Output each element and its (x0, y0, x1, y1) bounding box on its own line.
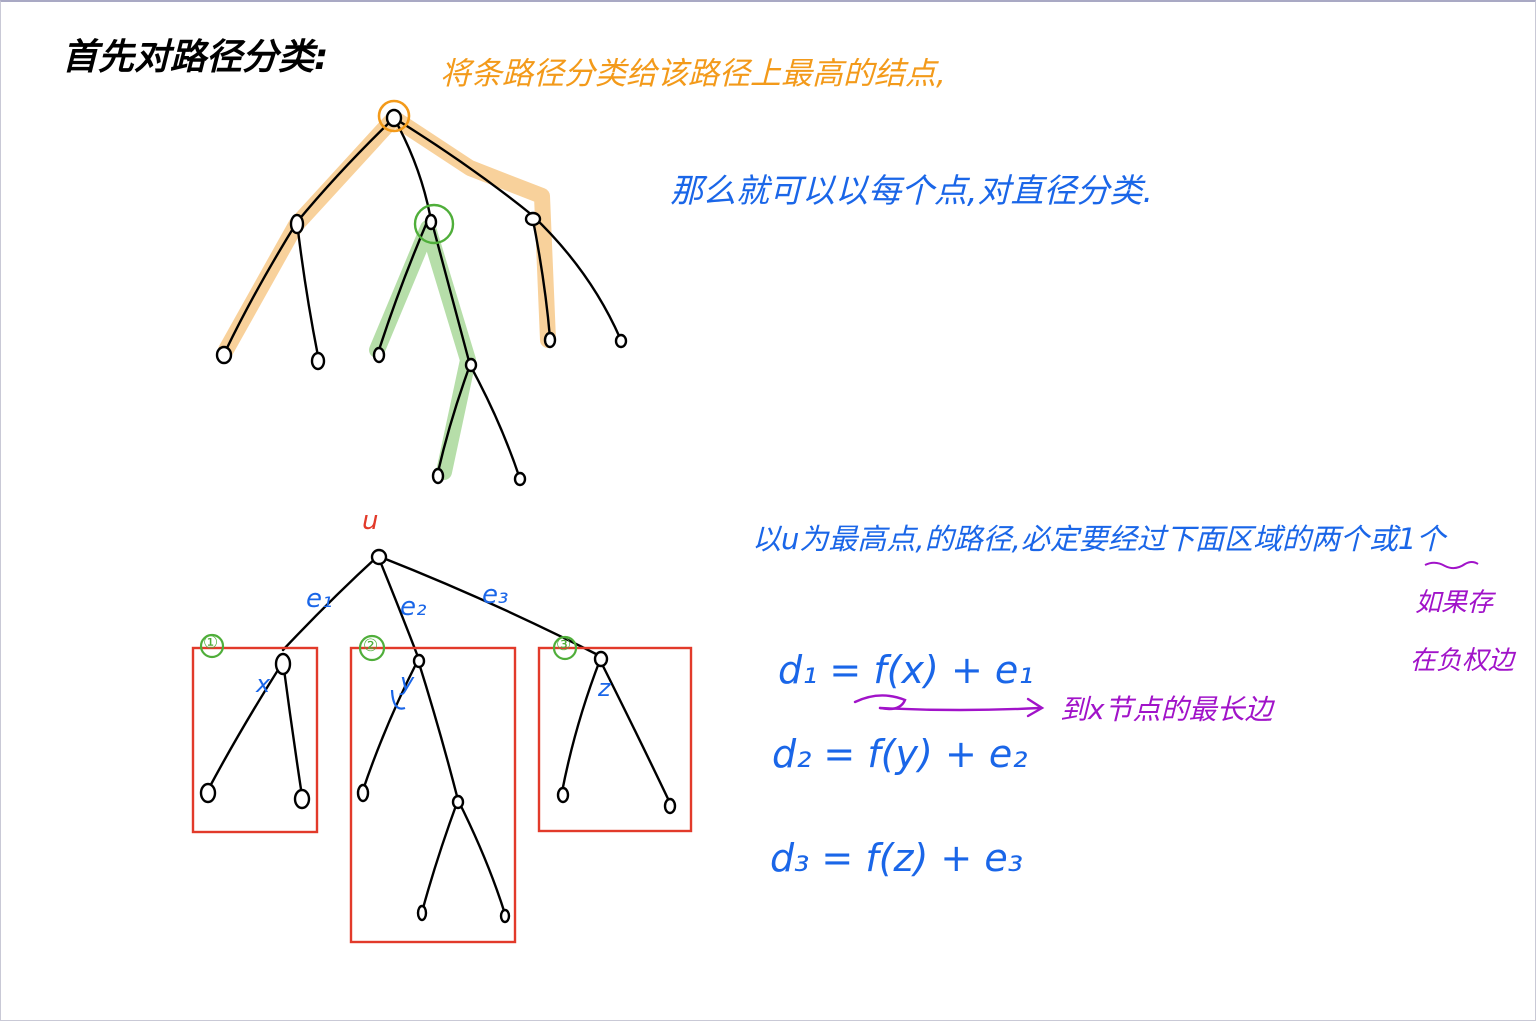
note-path-through-regions: 以u为最高点,的路径,必定要经过下面区域的两个或1个 (752, 522, 1446, 556)
equation-d1: d₁ = f(x) + e₁ (778, 648, 1034, 692)
region-box-1 (191, 646, 319, 834)
bottom-tree-sub-edges (206, 658, 672, 916)
label-node-z: z (598, 674, 611, 702)
region-number-circles (199, 633, 578, 662)
green-node-circle (413, 203, 455, 245)
wavy-underline (1424, 561, 1479, 570)
y-hook (390, 689, 406, 710)
note-classify-diameter: 那么就可以以每个点,对直径分类. (670, 171, 1153, 210)
label-region-3: ③ (556, 635, 572, 655)
label-node-x: x (256, 670, 271, 698)
equation-d3: d₃ = f(z) + e₃ (770, 836, 1023, 880)
arrow-head (1026, 697, 1045, 718)
note-assign-path-to-highest-node: 将条路径分类给该路径上最高的结点, (440, 56, 946, 92)
orange-root-circle (377, 99, 411, 133)
label-edge-e3: e₃ (482, 580, 509, 610)
equation-d2: d₂ = f(y) + e₂ (772, 732, 1028, 776)
green-path-highlight (369, 220, 476, 480)
top-tree-edges (224, 116, 622, 478)
label-region-2: ② (363, 636, 379, 656)
bottom-tree-nodes (199, 548, 677, 924)
arrow-to-note (878, 706, 1042, 712)
top-tree-nodes (215, 108, 628, 487)
region-box-3 (537, 646, 693, 833)
label-edge-e1: e₁ (306, 584, 333, 614)
note-negative-weight-line2: 在负权边 (1410, 646, 1515, 676)
label-edge-e2: e₂ (400, 592, 427, 622)
label-region-1: ① (203, 633, 219, 653)
note-longest-edge-to-x: 到x节点的最长边 (1060, 693, 1273, 726)
note-negative-weight-line1: 如果存 (1415, 588, 1494, 618)
label-node-y: y (400, 668, 415, 696)
heading-classify-paths: 首先对路径分类: (62, 37, 329, 78)
region-box-2 (349, 646, 517, 944)
label-root-u: u (362, 506, 379, 536)
region-boxes (191, 646, 693, 944)
